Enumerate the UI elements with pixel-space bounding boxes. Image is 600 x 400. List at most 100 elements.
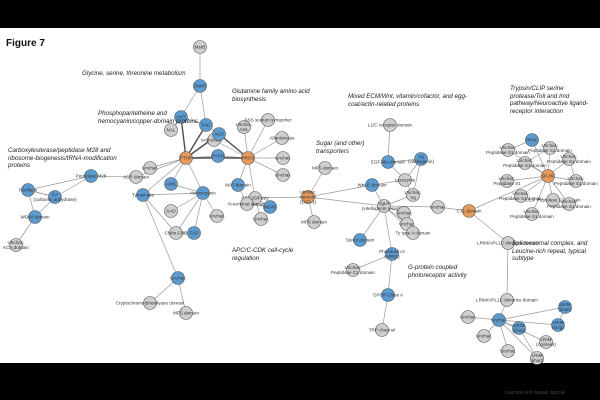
node-SPHLR[interactable]: SP-HF xyxy=(541,169,555,183)
node-circle[interactable] xyxy=(193,79,207,93)
node-LRIMshort1[interactable]: LRIM(short) xyxy=(558,300,572,314)
node-circle[interactable] xyxy=(562,197,576,211)
node-circle[interactable] xyxy=(518,156,532,170)
node-circle[interactable] xyxy=(276,151,290,165)
node-PTHP[interactable]: PTHP xyxy=(179,151,193,165)
node-circle[interactable] xyxy=(48,190,62,204)
node-circle[interactable] xyxy=(512,321,526,335)
node-circle[interactable] xyxy=(143,296,157,310)
node-AMT[interactable]: AMT xyxy=(174,110,188,124)
node-circle[interactable] xyxy=(346,263,360,277)
node-PYCR[interactable]: PYCR xyxy=(211,149,226,163)
node-circle[interactable] xyxy=(492,313,506,327)
node-Fibrillarin[interactable]: Fibrillarin xyxy=(19,183,38,197)
node-circle[interactable] xyxy=(143,161,157,175)
node-Tyrosinase[interactable]: Tyrosinase xyxy=(132,188,155,202)
node-circle[interactable] xyxy=(240,197,254,211)
node-circle[interactable] xyxy=(501,143,515,157)
node-LRIM2[interactable]: LRIM/APL1C dimerize domain xyxy=(476,293,538,307)
node-UnchM1[interactable]: Unchar. xyxy=(209,209,225,223)
node-circle[interactable] xyxy=(196,186,210,200)
node-circle[interactable] xyxy=(275,131,289,145)
node-circle[interactable] xyxy=(318,161,332,175)
node-UnchS[interactable]: Unchar. xyxy=(491,313,507,327)
node-ACR[interactable]: ACR domain xyxy=(123,170,149,184)
node-FAD[interactable]: FAD xyxy=(199,118,213,132)
node-circle[interactable] xyxy=(169,226,183,240)
node-Hemocyanin[interactable]: Hemocyanin xyxy=(190,186,216,200)
node-CTL[interactable]: CTL domain xyxy=(457,204,482,218)
node-circle[interactable] xyxy=(543,141,557,155)
node-L1C[interactable]: L1/C receptor domain xyxy=(368,118,413,132)
node-circle[interactable] xyxy=(500,293,514,307)
node-AMS[interactable]: AMS xyxy=(164,177,178,191)
node-GPCR[interactable]: GPCR Class A xyxy=(373,288,404,302)
node-circle[interactable] xyxy=(276,168,290,182)
node-circle[interactable] xyxy=(353,233,367,247)
node-UnchT2[interactable]: Unchar.;Peptidase S1 domain xyxy=(528,141,572,155)
node-circle[interactable] xyxy=(501,344,515,358)
node-circle[interactable] xyxy=(171,271,185,285)
node-UnchMid[interactable]: Unchar. xyxy=(430,200,446,214)
node-circle[interactable] xyxy=(530,351,544,365)
node-UnchS3[interactable]: Unchar. xyxy=(500,344,516,358)
node-circle[interactable] xyxy=(398,173,412,187)
node-circle[interactable] xyxy=(414,152,428,166)
node-AGS[interactable]: AGS xyxy=(212,127,226,141)
node-UnchL1[interactable]: Unchar. xyxy=(275,151,291,165)
node-MsrB[interactable]: MsrB xyxy=(193,40,207,54)
node-circle[interactable] xyxy=(525,133,539,147)
node-Lysozyme[interactable]: Lysozyme xyxy=(395,173,416,187)
node-circle[interactable] xyxy=(241,151,255,165)
node-circle[interactable] xyxy=(431,200,445,214)
node-FAD2[interactable]: FAD xyxy=(187,226,201,240)
node-circle[interactable] xyxy=(539,335,553,349)
node-UnchT7[interactable]: Unchar.;Peptidase S1 domain xyxy=(499,189,543,203)
node-circle[interactable] xyxy=(501,236,515,250)
node-circle[interactable] xyxy=(84,169,98,183)
node-circle[interactable] xyxy=(375,323,389,337)
node-circle[interactable] xyxy=(381,288,395,302)
node-circle[interactable] xyxy=(21,183,35,197)
node-circle[interactable] xyxy=(551,318,565,332)
node-UnchT5[interactable]: Unchar.;Peptidase S1 domain xyxy=(554,174,598,188)
node-circle[interactable] xyxy=(28,210,42,224)
node-circle[interactable] xyxy=(164,123,178,137)
node-Phosducin[interactable]: Phosducin-2(ARR1) xyxy=(379,247,405,261)
node-UnchS2[interactable]: Unchar. xyxy=(476,329,492,343)
node-CLIPSP[interactable]: CLIP Peptidase S1 domain xyxy=(525,193,581,207)
node-UnchT6[interactable]: Unchar.;Peptidase S1 xyxy=(493,174,521,188)
node-circle[interactable] xyxy=(462,204,476,218)
node-circle[interactable] xyxy=(210,209,224,223)
node-circle[interactable] xyxy=(231,178,245,192)
node-circle[interactable] xyxy=(558,300,572,314)
node-EGF[interactable]: EGF-like domain xyxy=(371,155,406,169)
node-Nterm[interactable]: N-terminal domain xyxy=(228,197,266,211)
node-circle[interactable] xyxy=(164,204,178,218)
node-circle[interactable] xyxy=(301,190,315,204)
node-UnchPC1[interactable]: Unchar.;Peptidase C1 domain xyxy=(331,263,375,277)
node-circle[interactable] xyxy=(500,174,514,188)
node-circle[interactable] xyxy=(406,226,420,240)
node-SAD[interactable]: SAD xyxy=(164,204,178,218)
node-circle[interactable] xyxy=(525,207,539,221)
node-UnchKCA[interactable]: Unchar.;KCA domain xyxy=(3,238,29,252)
node-DNMT[interactable]: DNMT xyxy=(193,79,207,93)
node-circle[interactable] xyxy=(461,310,475,324)
node-UnchL3[interactable]: Unchar. xyxy=(142,161,158,175)
node-circle[interactable] xyxy=(307,215,321,229)
node-Sterol[interactable]: Sterol domain xyxy=(346,233,375,247)
node-UnchVg[interactable]: Unchar.;Vg xyxy=(404,188,422,202)
node-MFS3[interactable]: MFS domain xyxy=(301,215,327,229)
node-UnchT3[interactable]: Unchar.;Peptidase S1 domain xyxy=(503,156,547,170)
node-circle[interactable] xyxy=(129,170,143,184)
node-circle[interactable] xyxy=(514,189,528,203)
node-circle[interactable] xyxy=(212,127,226,141)
node-SSS[interactable]: SSS sodium symporter xyxy=(245,113,292,127)
node-UnchC1[interactable]: Unchar. xyxy=(253,212,269,226)
node-LRIMcoil[interactable]: LRIM(coil-less) xyxy=(536,335,556,349)
node-UnchS1[interactable]: Unchar. xyxy=(460,310,476,324)
node-ChitinCBD[interactable]: Chitin-CBD xyxy=(165,226,189,240)
node-circle[interactable] xyxy=(383,118,397,132)
node-circle[interactable] xyxy=(164,177,178,191)
